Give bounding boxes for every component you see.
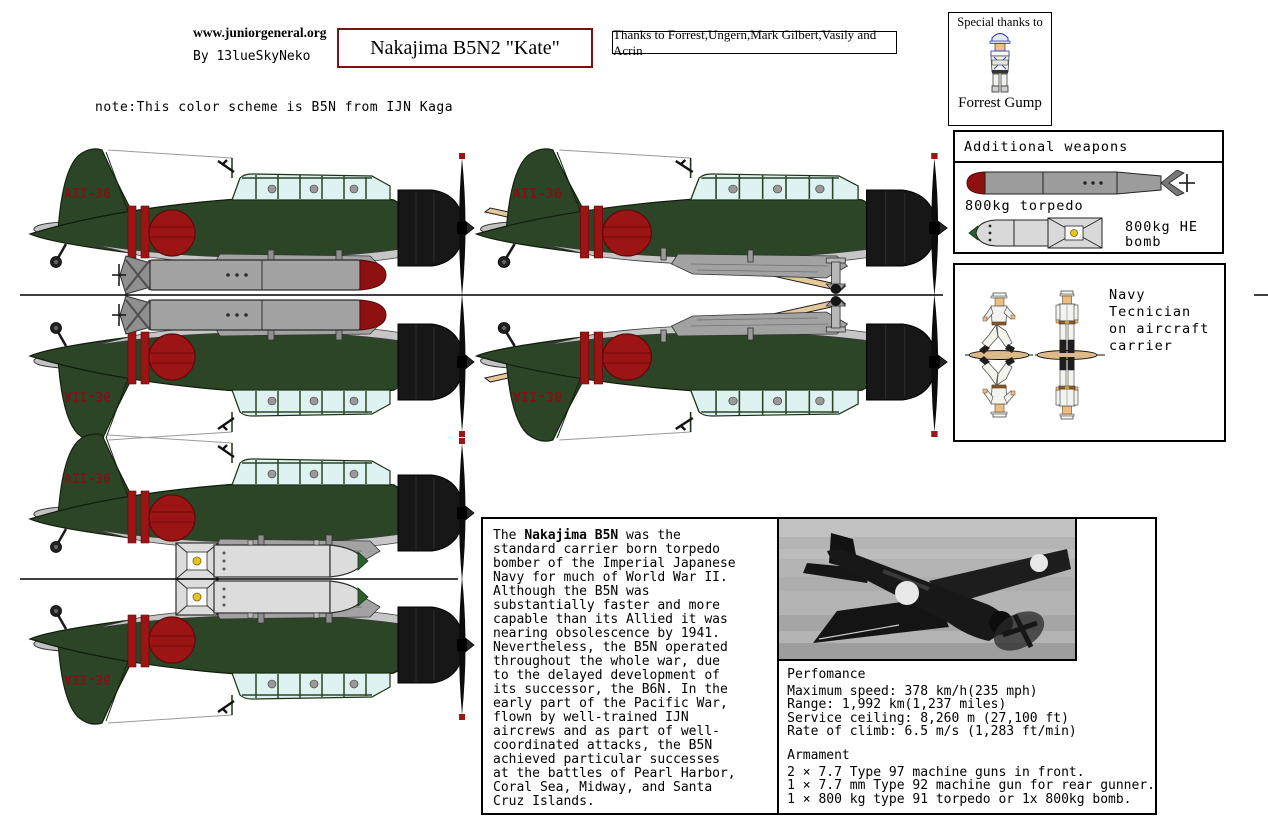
armament-front-guns: 2 × 7.7 Type 97 machine guns in front. <box>787 764 1085 780</box>
description-aircraft-name: Nakajima B5N <box>524 528 619 543</box>
spec-max-speed: Maximum speed: 378 km/h(235 mph) <box>787 683 1038 699</box>
aircraft-stand-mirrored <box>476 294 947 441</box>
photo-frame <box>779 519 1078 661</box>
description-rest: was the standard carrier born torpedo bo… <box>493 528 736 809</box>
description-text: The Nakajima B5N was the standard carrie… <box>483 519 780 813</box>
specs-area: Perfomance Maximum speed: 378 km/h(235 m… <box>779 661 1155 806</box>
special-thanks-intro: Special thanks to <box>957 15 1043 29</box>
aircraft-info-box: The Nakajima B5N was the standard carrie… <box>481 517 1157 815</box>
color-scheme-note: note:This color scheme is B5N from IJN K… <box>95 100 454 115</box>
bomb-graphic <box>968 217 1103 249</box>
aircraft-bomb-upright <box>30 434 474 581</box>
special-thanks-box: Special thanks to Forrest Gump <box>948 12 1052 126</box>
bomb-label: 800kg HE bomb <box>1125 219 1199 250</box>
soldier-figure-icon <box>989 33 1011 93</box>
torpedo-label: 800kg torpedo <box>965 198 1084 214</box>
thanks-text: Thanks to Forrest,Ungern,Mark Gilbert,Va… <box>613 26 877 58</box>
site-url-text: www.juniorgeneral.org <box>193 25 327 40</box>
weapons-box-title: Additional weapons <box>955 132 1222 163</box>
navy-technician-label: Navy Tecnician on aircraft carrier <box>1109 287 1210 354</box>
spec-ceiling: Service ceiling: 8,260 m (27,100 ft) <box>787 710 1069 726</box>
navy-technician-figures <box>965 290 1105 420</box>
info-right-column: Perfomance Maximum speed: 378 km/h(235 m… <box>779 519 1155 813</box>
author-byline: By 13lueSkyNeko <box>193 49 311 64</box>
performance-heading: Perfomance <box>787 667 866 682</box>
aircraft-torpedo-upright <box>30 149 474 296</box>
armament-ordnance: 1 × 800 kg type 91 torpedo or 1x 800kg b… <box>787 791 1132 807</box>
navy-technician-box: Navy Tecnician on aircraft carrier <box>953 263 1226 442</box>
aircraft-stand-upright <box>476 149 947 296</box>
spec-climb: Rate of climb: 6.5 m/s (1,283 ft/min) <box>787 724 1077 740</box>
armament-heading: Armament <box>787 747 850 763</box>
b5n-flight-photo <box>779 519 1076 659</box>
spec-range: Range: 1,992 km(1,237 miles) <box>787 697 1007 713</box>
title-box: Nakajima B5N2 "Kate" <box>337 28 593 68</box>
armament-rear-gun: 1 × 7.7 mm Type 92 machine gun for rear … <box>787 778 1155 794</box>
special-thanks-name: Forrest Gump <box>958 95 1042 111</box>
thanks-box: Thanks to Forrest,Ungern,Mark Gilbert,Va… <box>612 27 897 58</box>
additional-weapons-box: Additional weapons 800kg torpedo 800kg H… <box>953 130 1224 254</box>
page-title: Nakajima B5N2 "Kate" <box>370 36 560 59</box>
description-pre: The <box>493 528 525 543</box>
torpedo-graphic <box>966 170 1195 196</box>
aircraft-bomb-mirrored <box>30 577 474 724</box>
aircraft-torpedo-mirrored <box>30 294 474 441</box>
